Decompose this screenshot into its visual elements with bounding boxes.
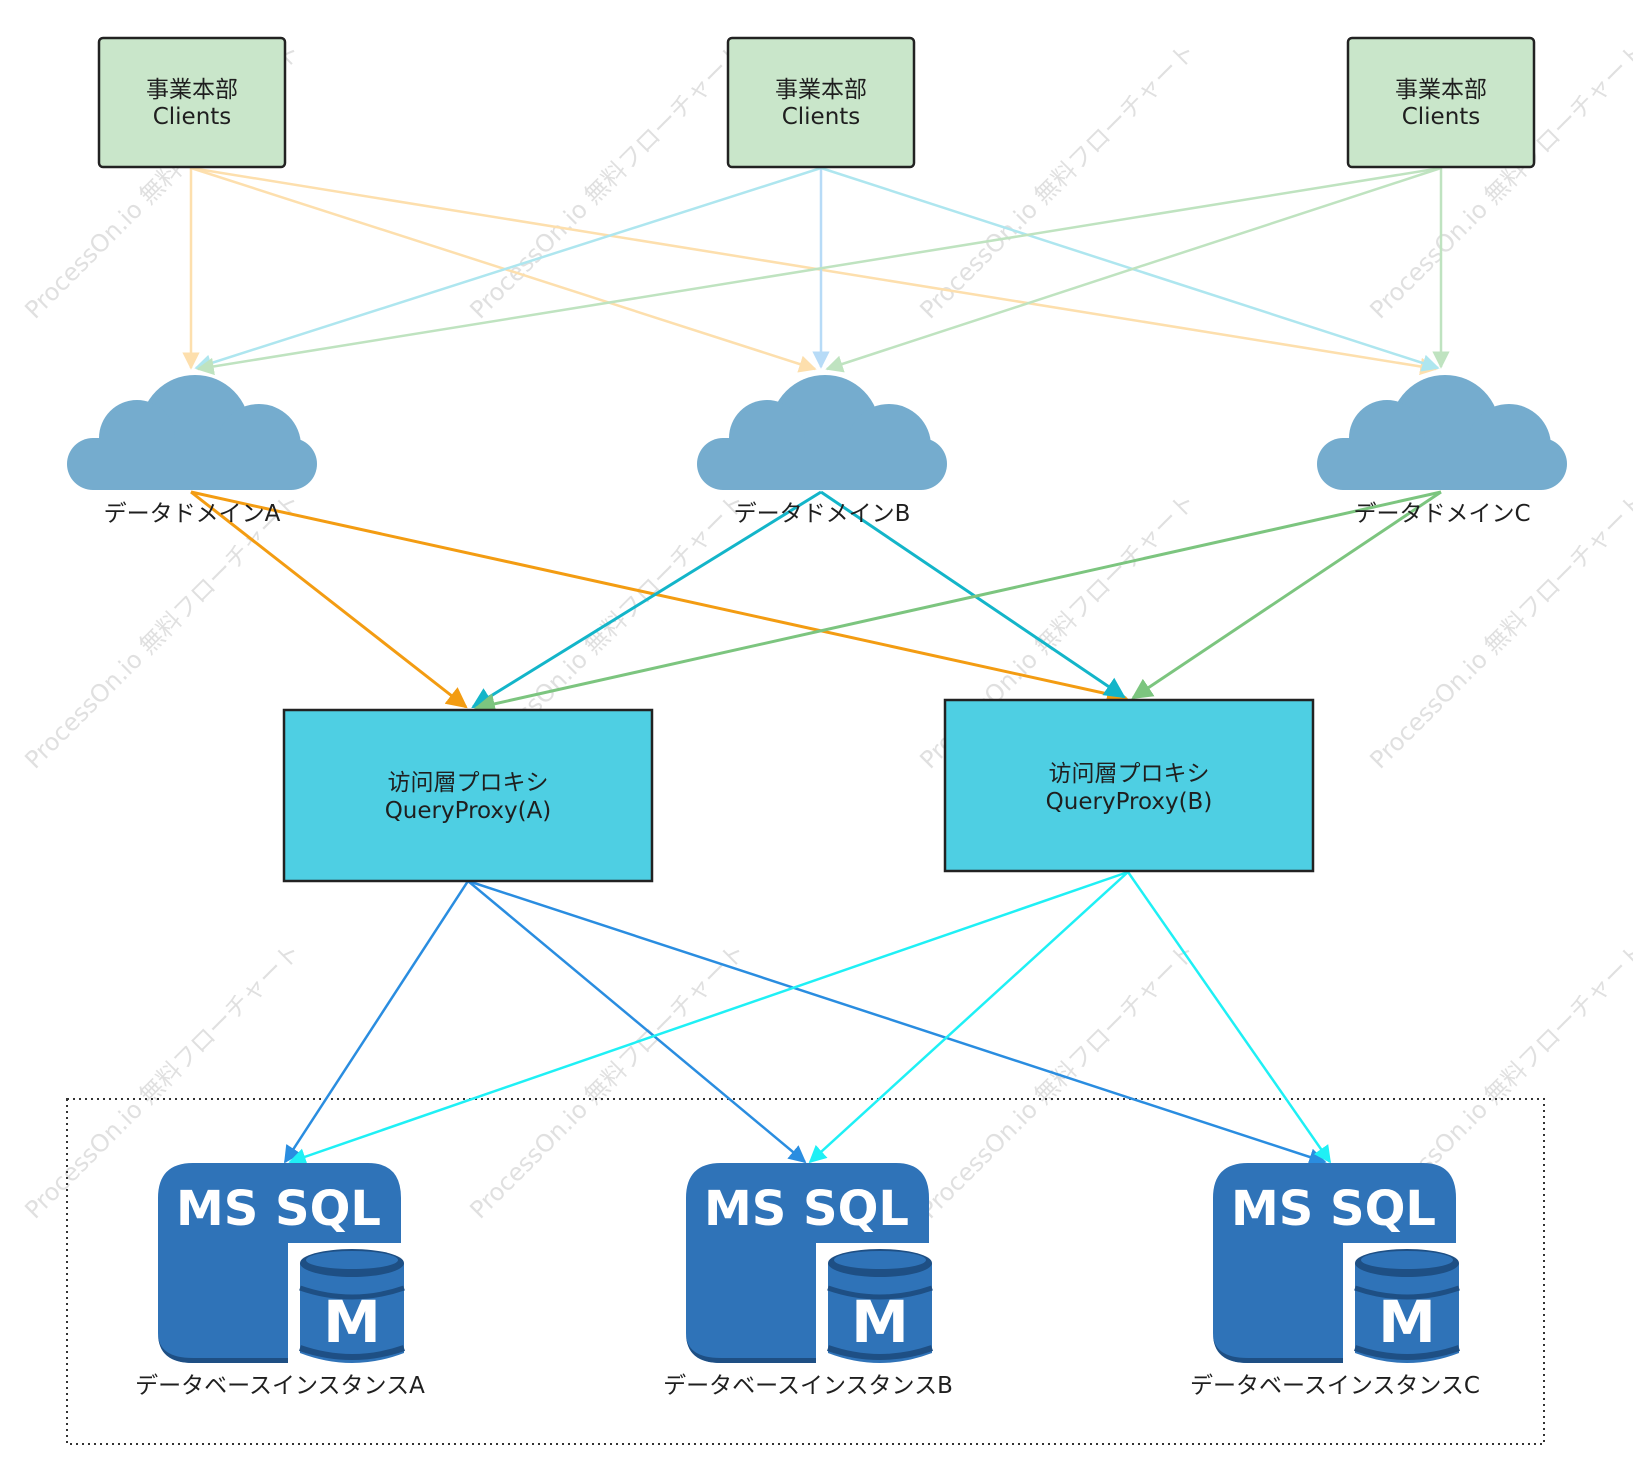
data-domain-label: データドメインA <box>104 501 281 527</box>
data-domain-node[interactable]: データドメインC <box>1317 375 1567 527</box>
mssql-logo-text: MS SQL <box>176 1181 381 1237</box>
database-instance-label: データベースインスタンスB <box>663 1373 953 1399</box>
mssql-icon: MS SQL M <box>1213 1163 1460 1363</box>
proxy-label: 访问層プロキシ <box>1049 761 1210 787</box>
edge-client2-domainC <box>820 166 1440 372</box>
mssql-logo-text: MS SQL <box>704 1181 909 1237</box>
watermark: ProcessOn.io 無料フローチャート <box>1364 487 1633 774</box>
client-domain-edges <box>182 166 1450 376</box>
edge-proxyA-dbA <box>283 880 470 1164</box>
proxy-label: QueryProxy(B) <box>1046 789 1213 815</box>
proxy-label: 访问層プロキシ <box>388 770 549 796</box>
mssql-icon: MS SQL M <box>686 1163 933 1363</box>
client-label: Clients <box>1402 104 1481 130</box>
watermark: ProcessOn.io 無料フローチャート <box>914 37 1201 324</box>
database-instance-node[interactable]: MS SQL M データベースインスタンスB <box>663 1163 953 1399</box>
watermark: ProcessOn.io 無料フローチャート <box>464 37 751 324</box>
edge-domainB-proxyB <box>820 490 1126 699</box>
client-node[interactable]: 事業本部 Clients <box>97 36 287 169</box>
edge-proxyB-dbC <box>1126 871 1332 1164</box>
edge-domainC-proxyB <box>1131 490 1442 700</box>
client-label: 事業本部 <box>1395 77 1487 103</box>
proxy-db-edges <box>283 870 1332 1166</box>
database-instance-label: データベースインスタンスC <box>1190 1373 1480 1399</box>
client-node[interactable]: 事業本部 Clients <box>726 36 916 169</box>
watermark: ProcessOn.io 無料フローチャート <box>19 487 306 774</box>
edge-proxyB-dbB <box>808 871 1129 1164</box>
mssql-badge-text: M <box>851 1288 909 1356</box>
data-domain-label: データドメインC <box>1353 501 1530 527</box>
edge-proxyA-dbB <box>467 880 807 1164</box>
edge-client3-domainB <box>825 166 1442 373</box>
edge-proxyB-dbA <box>288 870 1129 1166</box>
mssql-badge-text: M <box>323 1288 381 1356</box>
database-instance-node[interactable]: MS SQL M データベースインスタンスC <box>1190 1163 1480 1399</box>
edge-client3-domainA <box>196 166 1442 376</box>
cloud-icon <box>697 375 947 490</box>
query-proxy-node[interactable]: 访问層プロキシ QueryProxy(B) <box>943 698 1315 873</box>
data-domain-label: データドメインB <box>734 501 911 527</box>
database-instance-label: データベースインスタンスA <box>135 1373 425 1399</box>
edge-domainB-proxyA <box>471 490 822 709</box>
data-domain-node[interactable]: データドメインB <box>697 375 947 527</box>
cloud-icon <box>67 375 317 490</box>
database-instance-node[interactable]: MS SQL M データベースインスタンスA <box>135 1163 425 1399</box>
cloud-icon <box>1317 375 1567 490</box>
data-domain-node[interactable]: データドメインA <box>67 375 317 527</box>
client-label: 事業本部 <box>146 77 238 103</box>
edge-domainC-proxyA <box>473 490 1442 715</box>
domain-proxy-edges <box>190 490 1442 715</box>
query-proxy-node[interactable]: 访问層プロキシ QueryProxy(A) <box>282 708 654 883</box>
database-group-boundary <box>66 1098 1545 1445</box>
edge-domainA-proxyA <box>190 490 468 709</box>
edge-domainA-proxyB <box>190 490 1129 705</box>
client-label: Clients <box>782 104 861 130</box>
mssql-logo-text: MS SQL <box>1231 1181 1436 1237</box>
proxy-label: QueryProxy(A) <box>385 798 552 824</box>
edge-proxyA-dbC <box>467 879 1327 1166</box>
client-node[interactable]: 事業本部 Clients <box>1346 36 1536 169</box>
client-label: Clients <box>153 104 232 130</box>
client-label: 事業本部 <box>775 77 867 103</box>
mssql-badge-text: M <box>1378 1288 1436 1356</box>
watermark: ProcessOn.io 無料フローチャート <box>914 937 1201 1224</box>
mssql-icon: MS SQL M <box>158 1163 405 1363</box>
edge-client2-domainA <box>194 166 822 372</box>
